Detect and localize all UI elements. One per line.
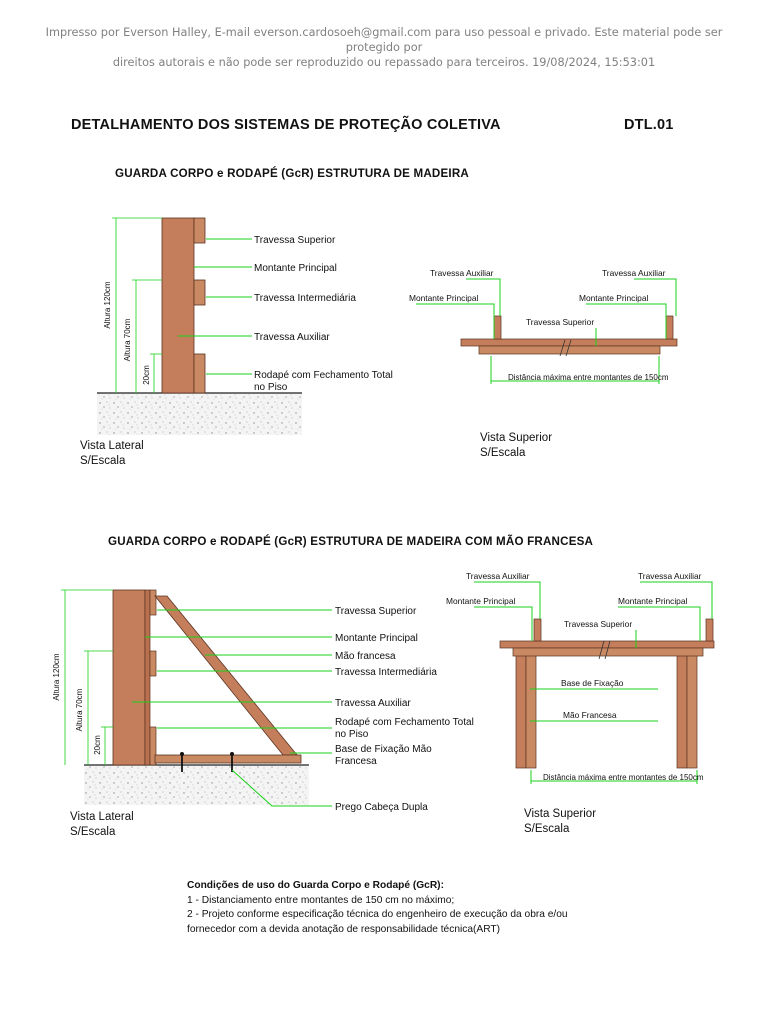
sheet-code: DTL.01	[624, 117, 674, 133]
label-travessa-auxiliar-2: Travessa Auxiliar	[335, 698, 411, 709]
caption-vista-lateral-1: Vista Lateral	[80, 440, 144, 452]
side-view-1: Altura 120cm Altura 70cm 20cm Travessa S…	[80, 217, 393, 467]
label-travessa-superior-top-2: Travessa Superior	[564, 619, 632, 629]
rodape-board	[193, 353, 206, 394]
dim-altura-70-2: Altura 70cm	[75, 688, 84, 731]
label-rodape-line-2: no Piso	[254, 382, 288, 393]
label-travessa-auxiliar-left-2: Travessa Auxiliar	[466, 571, 530, 581]
dim-20cm-2: 20cm	[93, 735, 102, 755]
label-travessa-auxiliar-left: Travessa Auxiliar	[430, 268, 494, 278]
caption-escala-top-1: S/Escala	[480, 447, 526, 459]
travessa-intermediaria-board	[193, 279, 206, 306]
travessa-superior-board	[193, 217, 206, 244]
caption-vista-superior-1: Vista Superior	[480, 432, 552, 444]
dim-20cm: 20cm	[142, 365, 151, 385]
montante-principal-post-2	[112, 589, 146, 766]
side-view-2: Altura 120cm Altura 70cm 20cm Travessa S…	[52, 589, 474, 838]
dim-altura-120: Altura 120cm	[103, 281, 112, 328]
top-view-1: Travessa Auxiliar Travessa Auxiliar Mont…	[409, 268, 678, 459]
usage-conditions: Condições de uso do Guarda Corpo e Rodap…	[187, 879, 607, 937]
label-travessa-intermediaria-2: Travessa Intermediária	[335, 667, 437, 678]
label-base-fixacao-line-1: Base de Fixação Mão	[335, 744, 432, 755]
print-watermark: Impresso por Everson Halley, E-mail ever…	[20, 25, 748, 70]
label-rodape-2-line-1: Rodapé com Fechamento Total	[335, 717, 474, 728]
watermark-line-1: Impresso por Everson Halley, E-mail ever…	[45, 26, 723, 54]
dim-distancia-150-1: Distância máxima entre montantes de 150c…	[508, 373, 669, 382]
label-mao-francesa-plan: Mão Francesa	[563, 710, 617, 720]
caption-vista-lateral-2: Vista Lateral	[70, 811, 134, 823]
floor-slab-2	[84, 765, 309, 805]
label-travessa-superior: Travessa Superior	[254, 235, 336, 246]
mao-francesa-plan-left-a	[515, 654, 527, 769]
label-travessa-superior-top: Travessa Superior	[526, 317, 594, 327]
page-title: DETALHAMENTO DOS SISTEMAS DE PROTEÇÃO CO…	[71, 117, 501, 133]
usage-condition-1: 1 - Distanciamento entre montantes de 15…	[187, 894, 455, 906]
caption-escala-2: S/Escala	[70, 826, 116, 838]
label-prego-cabeca-dupla: Prego Cabeça Dupla	[335, 802, 428, 813]
travessa-superior-plan-2	[499, 640, 715, 649]
section-2-title: GUARDA CORPO e RODAPÉ (GcR) ESTRUTURA DE…	[108, 535, 594, 548]
floor-slab	[97, 393, 302, 435]
top-view-2: Travessa Auxiliar Travessa Auxiliar Mont…	[446, 571, 715, 835]
label-montante-principal: Montante Principal	[254, 263, 337, 274]
label-montante-principal-left-2: Montante Principal	[446, 596, 516, 606]
dim-altura-120-2: Altura 120cm	[52, 653, 61, 700]
label-rodape-line-1: Rodapé com Fechamento Total	[254, 370, 393, 381]
mao-francesa-plan-left-b	[525, 654, 537, 769]
travessa-superior-plan	[460, 338, 678, 347]
label-travessa-auxiliar: Travessa Auxiliar	[254, 332, 330, 343]
montante-principal-post	[161, 217, 195, 394]
dim-altura-70: Altura 70cm	[123, 318, 132, 361]
section-1-title: GUARDA CORPO e RODAPÉ (GcR) ESTRUTURA DE…	[115, 167, 469, 180]
dim-distancia-150-2: Distância máxima entre montantes de 150c…	[543, 773, 704, 782]
mao-francesa-brace	[154, 595, 298, 756]
label-travessa-superior-2: Travessa Superior	[335, 606, 417, 617]
mao-francesa-plan-right-b	[686, 654, 698, 769]
base-fixacao-board	[154, 754, 302, 764]
mao-francesa-plan-right-a	[676, 654, 688, 769]
label-travessa-auxiliar-right-2: Travessa Auxiliar	[638, 571, 702, 581]
label-base-fixacao-plan: Base de Fixação	[561, 678, 624, 688]
caption-escala-1: S/Escala	[80, 455, 126, 467]
label-mao-francesa: Mão francesa	[335, 651, 396, 662]
label-travessa-auxiliar-right: Travessa Auxiliar	[602, 268, 666, 278]
label-travessa-intermediaria: Travessa Intermediária	[254, 293, 356, 304]
usage-condition-2: 2 - Projeto conforme especificação técni…	[187, 909, 568, 920]
prego-nails	[181, 753, 233, 772]
watermark-line-2: direitos autorais e não pode ser reprodu…	[112, 56, 656, 69]
label-montante-principal-right: Montante Principal	[579, 293, 649, 303]
label-montante-principal-left: Montante Principal	[409, 293, 479, 303]
usage-conditions-title: Condições de uso do Guarda Corpo e Rodap…	[187, 880, 444, 891]
usage-condition-2-cont: fornecedor com a devida anotação de resp…	[187, 923, 500, 935]
montante-left-plan	[493, 315, 502, 340]
label-montante-principal-2: Montante Principal	[335, 633, 418, 644]
label-rodape-2-line-2: no Piso	[335, 729, 369, 740]
label-montante-principal-right-2: Montante Principal	[618, 596, 688, 606]
caption-vista-superior-2: Vista Superior	[524, 808, 596, 820]
montante-right-plan	[665, 315, 674, 340]
label-base-fixacao-line-2: Francesa	[335, 756, 377, 767]
caption-escala-top-2: S/Escala	[524, 823, 570, 835]
